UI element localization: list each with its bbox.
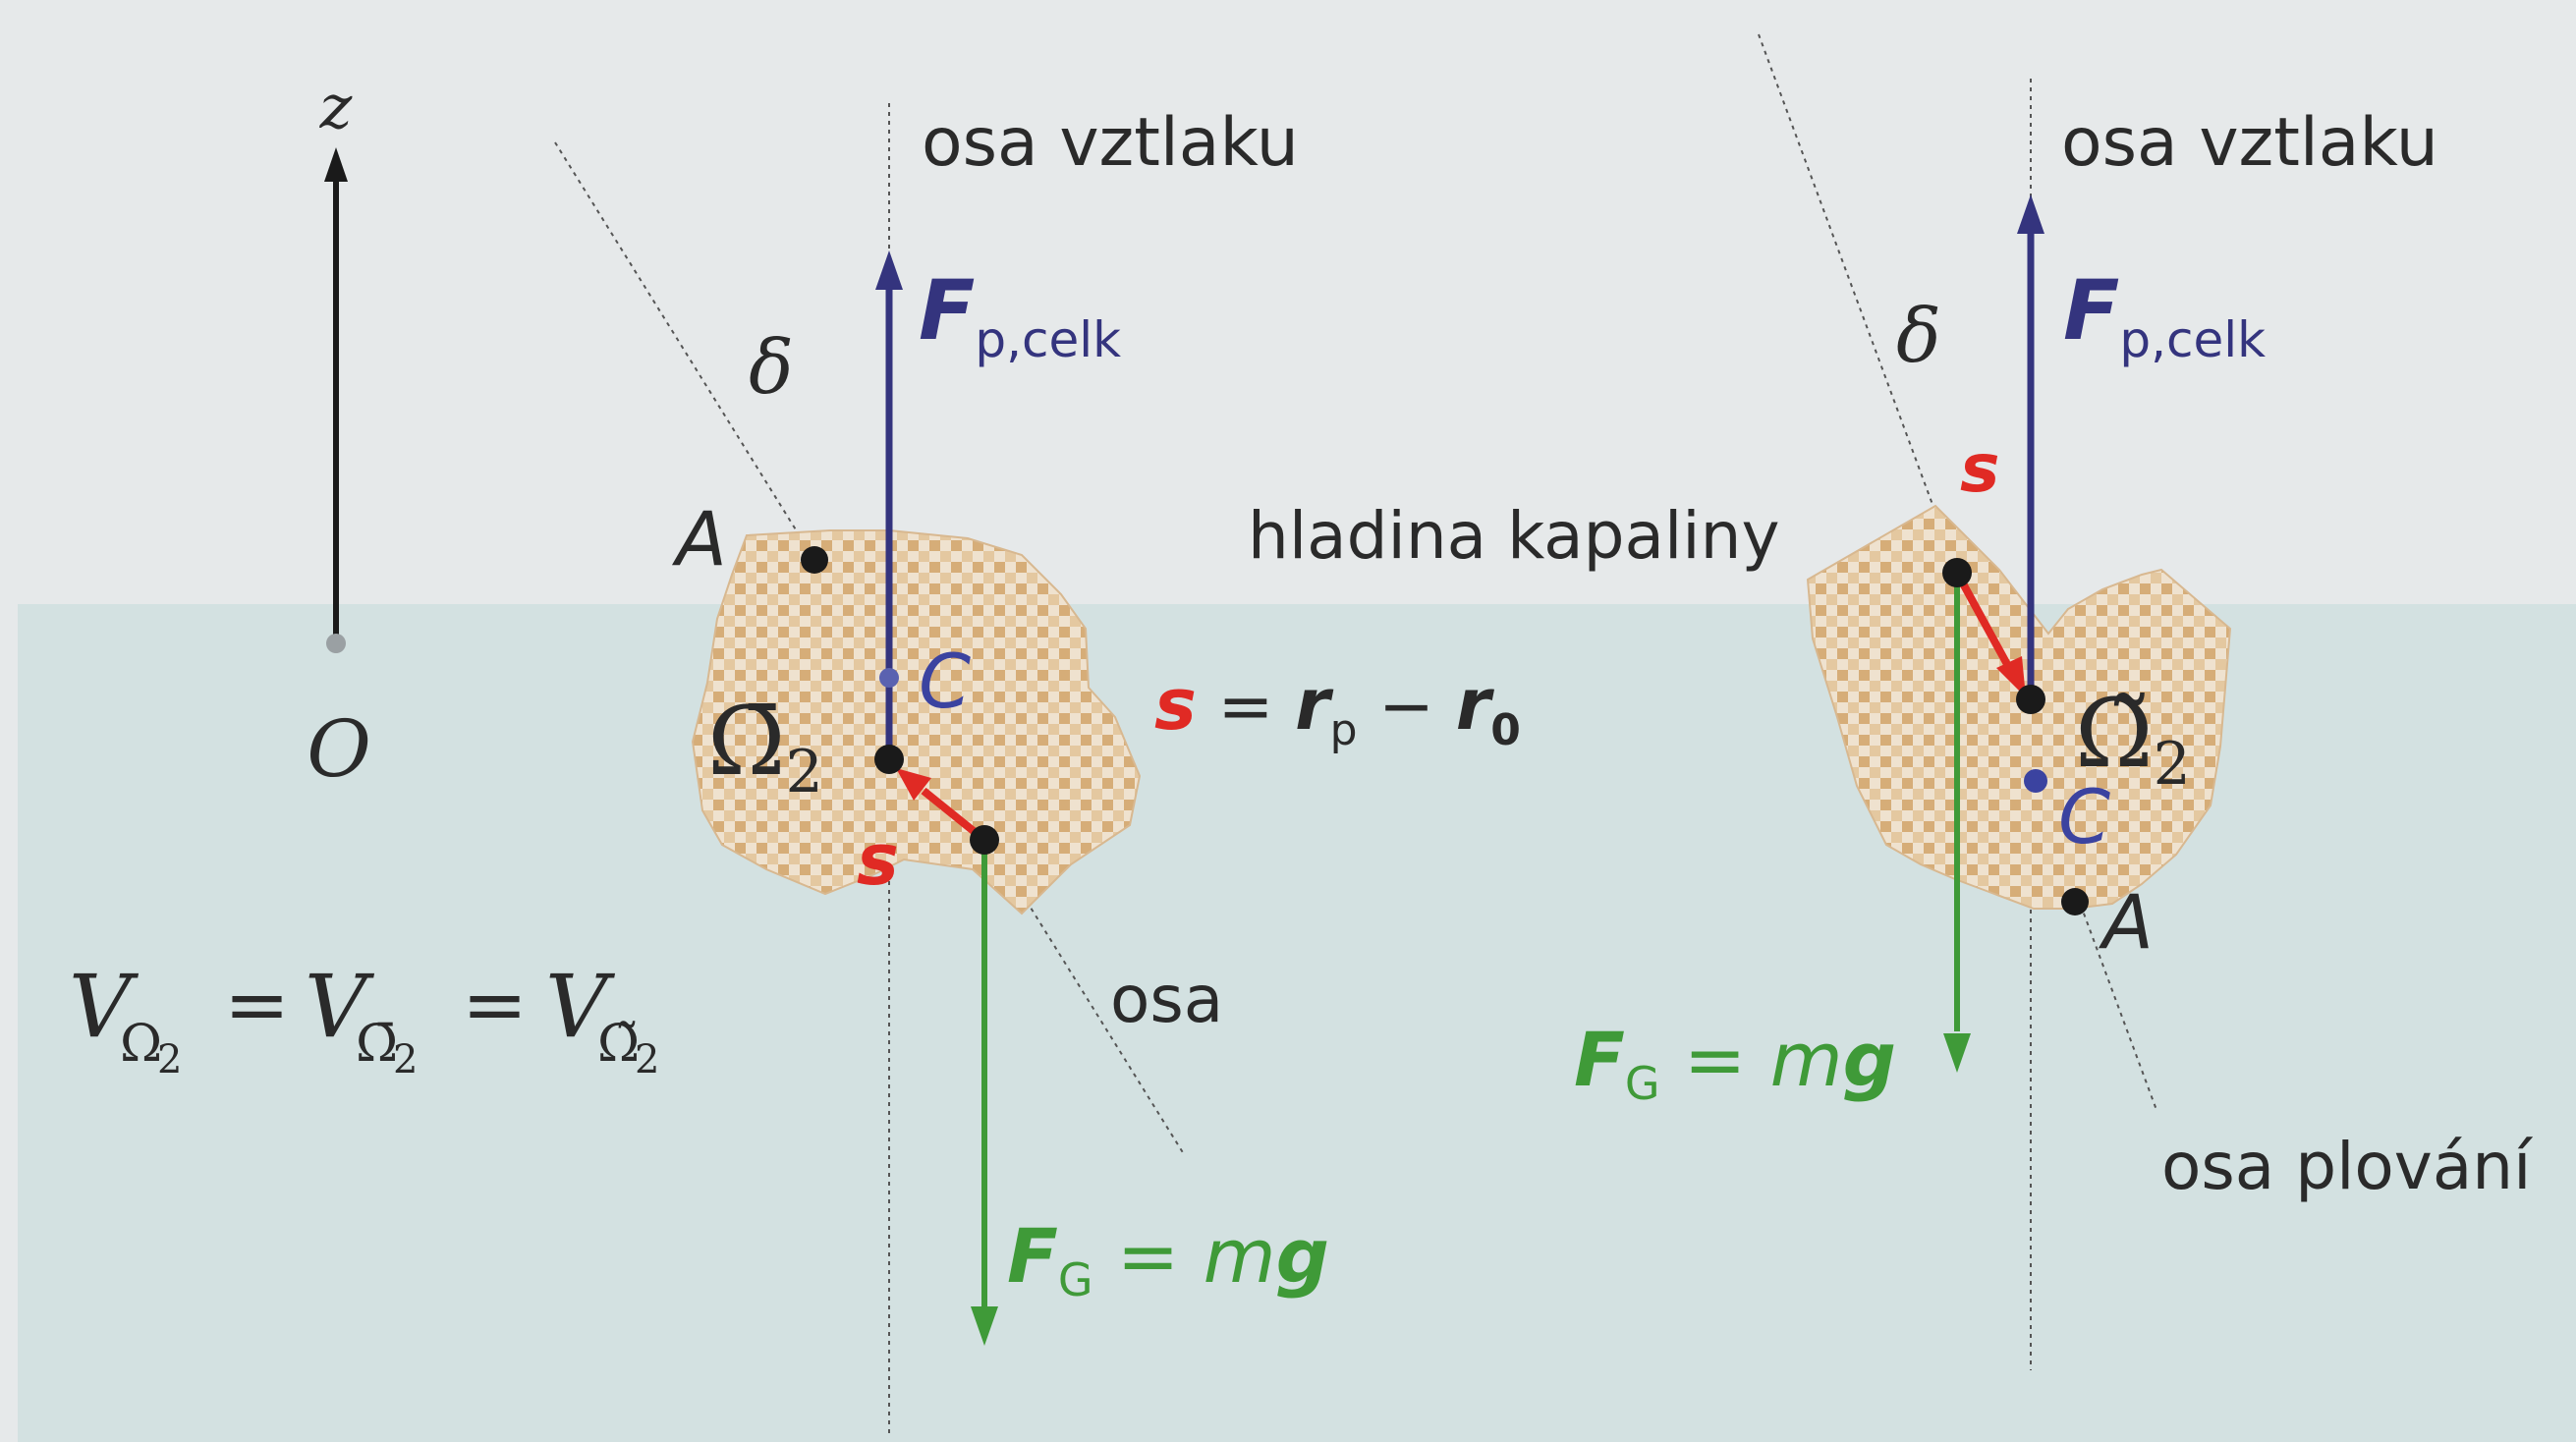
z-axis-label: z xyxy=(319,71,353,142)
left-point-a-label: A xyxy=(671,495,727,582)
left-floating-body xyxy=(691,529,1142,915)
right-gravity-force-label: FG = mg xyxy=(1574,1016,1896,1110)
svg-text:Ω: Ω xyxy=(120,1015,162,1074)
svg-text:2: 2 xyxy=(635,1037,659,1082)
svg-text:2: 2 xyxy=(393,1037,418,1082)
svg-text:V: V xyxy=(69,956,140,1057)
origin-label: O xyxy=(307,703,371,795)
left-gravity-force-label: FG = mg xyxy=(1007,1212,1329,1306)
displacement-equation: s = rp − r0 xyxy=(1154,663,1521,755)
left-buoyancy-arrowhead xyxy=(875,250,903,290)
right-center-point xyxy=(2016,685,2045,714)
left-point-c-label: C xyxy=(919,638,971,725)
left-point-c xyxy=(879,668,899,688)
left-buoyancy-force-label: Fp,celk xyxy=(919,262,1121,368)
svg-text:=: = xyxy=(224,959,290,1050)
svg-text:2: 2 xyxy=(157,1037,182,1082)
liquid-surface-label: hladina kapaliny xyxy=(1248,498,1780,574)
right-buoyancy-axis-label: osa vztlaku xyxy=(2061,104,2438,182)
right-point-a-label: A xyxy=(2098,878,2154,966)
origin-point xyxy=(326,634,346,653)
right-floating-axis-line xyxy=(1758,33,2157,1111)
right-buoyancy-arrowhead xyxy=(2017,194,2044,234)
svg-text:Ω̃: Ω̃ xyxy=(597,1015,640,1074)
right-floating-axis-label: osa plování xyxy=(2161,1129,2534,1204)
left-body-axis-label: osa xyxy=(1110,962,1223,1037)
svg-text:V: V xyxy=(545,956,616,1057)
right-point-a xyxy=(2061,888,2089,915)
left-region-label: Ω̄2 xyxy=(707,687,823,806)
right-displacement-arrowhead xyxy=(1996,656,2026,697)
left-gravity-arrowhead xyxy=(971,1306,998,1346)
right-angle-label: δ xyxy=(1896,292,1941,379)
right-point-c xyxy=(2024,769,2047,793)
left-point-a xyxy=(801,546,828,574)
right-displacement-label: s xyxy=(1960,430,1999,508)
left-displacement-arrowhead xyxy=(896,768,931,801)
svg-text:V: V xyxy=(305,956,375,1057)
left-gravity-point xyxy=(970,825,999,855)
left-configuration: osa vztlaku Fp,celk δ A C Ω̄2 s s = rp −… xyxy=(554,103,1521,1434)
right-point-c-label: C xyxy=(2058,773,2110,860)
right-region-label: Ω̃2 xyxy=(2075,679,2191,799)
right-buoyancy-force-label: Fp,celk xyxy=(2063,262,2266,368)
left-buoyancy-axis-label: osa vztlaku xyxy=(922,104,1299,182)
volume-equation: V Ω 2 = V Ω̄ 2 = V Ω̃ 2 xyxy=(69,956,659,1082)
svg-text:Ω̄: Ω̄ xyxy=(356,1015,398,1074)
right-configuration: osa vztlaku Fp,celk δ s Ω̃2 C A FG = mg … xyxy=(1574,33,2534,1370)
left-center-point xyxy=(874,745,904,774)
left-displacement-label: s xyxy=(857,818,899,901)
svg-text:=: = xyxy=(462,959,528,1050)
z-axis-arrowhead xyxy=(324,147,348,182)
right-displacement-arrow xyxy=(1953,571,2013,670)
right-gravity-point xyxy=(1942,558,1972,587)
left-angle-label: δ xyxy=(749,323,794,411)
right-gravity-arrowhead xyxy=(1943,1033,1971,1073)
